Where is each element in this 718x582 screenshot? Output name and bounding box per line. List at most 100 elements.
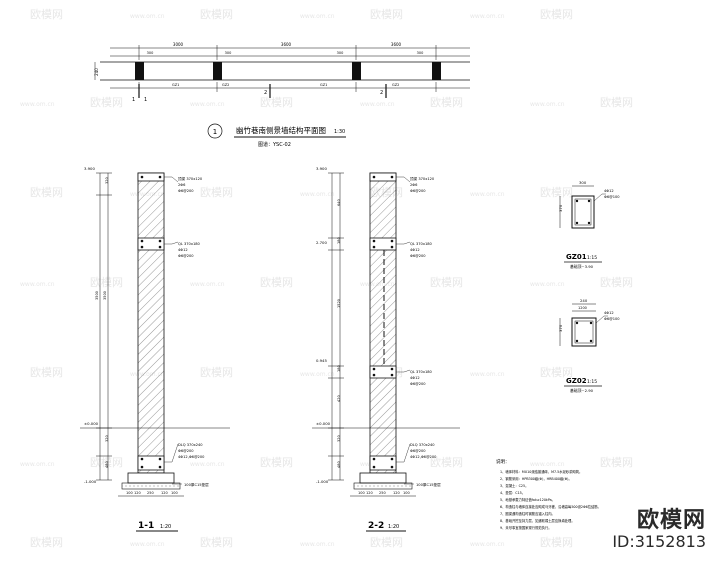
watermark-tile-text: 欧模网	[540, 186, 573, 199]
watermark-tile-text: 欧模网	[430, 276, 463, 289]
plan-dim: 300	[147, 51, 154, 55]
notes-line: 6、构造柱与墙体连接处应砌成马牙槎，沿墙高每500设2Φ6拉结筋。	[500, 504, 601, 509]
elev-bot: -1.000	[316, 479, 329, 484]
watermark-tile-url: www.om.cn	[530, 461, 565, 468]
plan-column	[432, 62, 441, 80]
watermark-tile-text: 欧模网	[30, 366, 63, 379]
gz01-w: 300	[579, 180, 587, 185]
watermark-tile-url: www.om.cn	[300, 13, 335, 20]
beam-dlq	[137, 455, 165, 471]
section-1-1: 100 120 250 120 100 320 3500 3500 320 48…	[80, 166, 230, 532]
sec2-note: 4Φ12,Φ6@200	[410, 455, 437, 459]
sec1-note: 2Φ6	[178, 183, 186, 187]
sec2-note: Φ6@200	[410, 382, 426, 386]
watermark-tile-text: 欧模网	[90, 276, 123, 289]
watermark-tile-text: 欧模网	[200, 366, 233, 379]
sec2-note: Φ6@200	[410, 254, 426, 258]
watermark-tile-text: 欧模网	[540, 536, 573, 549]
watermark-tile-url: www.om.cn	[190, 101, 225, 108]
watermark-tile-url: www.om.cn	[190, 461, 225, 468]
plan-title-circle	[207, 123, 223, 139]
plan-title-scale: 1:30	[334, 129, 345, 135]
watermark-tile-url: www.om.cn	[190, 281, 225, 288]
watermark-tile-text: 欧模网	[30, 536, 63, 549]
plan-ref: 图道：YSC-02	[258, 141, 291, 148]
plan-section-mark: 1	[144, 97, 147, 103]
sec2-note: QL 370x180	[410, 242, 433, 246]
notes-line: 2、钢筋采用：HPB300级(Φ)，HRB400级(Φ)。	[500, 476, 572, 481]
gz02-note: Φ6@100	[604, 317, 620, 321]
sec1-note: Φ6@200	[178, 449, 194, 453]
sec2-note: 4Φ12	[410, 376, 420, 380]
watermark-tile-text: 欧模网	[540, 366, 573, 379]
watermark-tile-text: 欧模网	[200, 186, 233, 199]
plan-left-dim: 240	[94, 68, 99, 76]
plan-column	[135, 62, 144, 80]
base-dim: 100	[126, 491, 133, 495]
sec2-note: QL 370x180	[410, 370, 433, 374]
watermark-tile-text: 欧模网	[260, 96, 293, 109]
base-dim: 250	[379, 491, 386, 495]
plan-column	[352, 62, 361, 80]
watermark-tile-text: 欧模网	[200, 8, 233, 21]
notes-line: 7、圈梁遇构造柱时钢筋应锚入柱内。	[500, 511, 555, 516]
sec1-dim: 3500	[103, 291, 107, 300]
elev-bot: -1.000	[84, 479, 97, 484]
sec2-title: 2-2	[368, 521, 384, 531]
plan-title-number: 1	[213, 128, 217, 136]
watermark-tile-text: 欧模网	[540, 8, 573, 21]
plan-title: 幽竹巷南侧景墙结构平面图	[236, 125, 326, 135]
watermark-tiles: 欧模网 www.om.cn 欧模网 www.om.cn 欧模网 www.om.cn 欧模网 w…	[20, 8, 633, 549]
notes-line: 8、基础开挖至持力层，如遇软弱土层应换填处理。	[500, 518, 575, 523]
watermark-tile-url: www.om.cn	[470, 541, 505, 548]
elev-mid: ±0.000	[316, 421, 331, 426]
sec2-dim: 320	[337, 435, 341, 442]
watermark-id: ID:3152813	[612, 532, 706, 552]
sec1-note: Φ6@200	[178, 189, 194, 193]
notes-line: 9、未尽事宜按国家现行规范执行。	[500, 525, 552, 530]
plan-gz-tag: GZ2	[222, 83, 229, 87]
plan-dim: 300	[337, 51, 344, 55]
plan-dim: 3600	[391, 42, 402, 47]
gz02-note: 4Φ12	[604, 311, 614, 315]
sec2-scale: 1:20	[388, 524, 399, 530]
elev-mid: ±0.000	[84, 421, 99, 426]
sec2-note: 100厚C15垫层	[416, 482, 441, 487]
sec2-note: Φ6@200	[410, 449, 426, 453]
sec1-dim: 320	[105, 435, 109, 442]
sec2-dim: 420	[337, 395, 341, 402]
base-dim: 100	[403, 491, 410, 495]
watermark-tile-url: www.om.cn	[20, 461, 55, 468]
watermark-tile-text: 欧模网	[600, 456, 633, 469]
watermark-brand-name: 欧模网	[636, 508, 706, 533]
base-dim: 100	[171, 491, 178, 495]
sec2-note: 4Φ12	[410, 248, 420, 252]
watermark-tile-url: www.om.cn	[530, 101, 565, 108]
gz02-h: 370	[558, 324, 563, 332]
sec1-title: 1-1	[138, 521, 154, 531]
sec2-dim: 180	[337, 237, 341, 244]
notes-line: 4、垫层：C15。	[500, 490, 525, 495]
gz01-detail: 300 370 4Φ12 Φ6@100 GZ01 1:15 基础顶~3.90	[558, 180, 620, 269]
watermark-tile-url: www.om.cn	[470, 371, 505, 378]
sec1-note: QL 370x180	[178, 242, 201, 246]
watermark-tile-text: 欧模网	[30, 186, 63, 199]
watermark-tile-url: www.om.cn	[20, 101, 55, 108]
section-2-2: 100 120 250 120 100 640 180 1520 180 420…	[312, 166, 460, 532]
watermark-tile-text: 欧模网	[30, 8, 63, 21]
gz01-title: GZ01	[566, 253, 587, 261]
plan-section-mark: 2	[380, 90, 383, 96]
notes-line: 5、地基承载力特征值fak≥120kPa。	[500, 497, 555, 502]
watermark-tile-text: 欧模网	[600, 276, 633, 289]
elev-top: 3.900	[84, 166, 95, 171]
plan-dim: 300	[417, 51, 424, 55]
plan-gz-tag: GZ2	[392, 83, 399, 87]
plan-section-mark: 2	[264, 90, 267, 96]
notes-title: 说明：	[496, 458, 510, 465]
base-dim: 120	[161, 491, 168, 495]
gz02-w: 240	[580, 298, 588, 303]
sec1-dim: 3500	[95, 291, 99, 300]
gz02-scale: 1:15	[587, 379, 597, 385]
watermark-tile-text: 欧模网	[430, 456, 463, 469]
